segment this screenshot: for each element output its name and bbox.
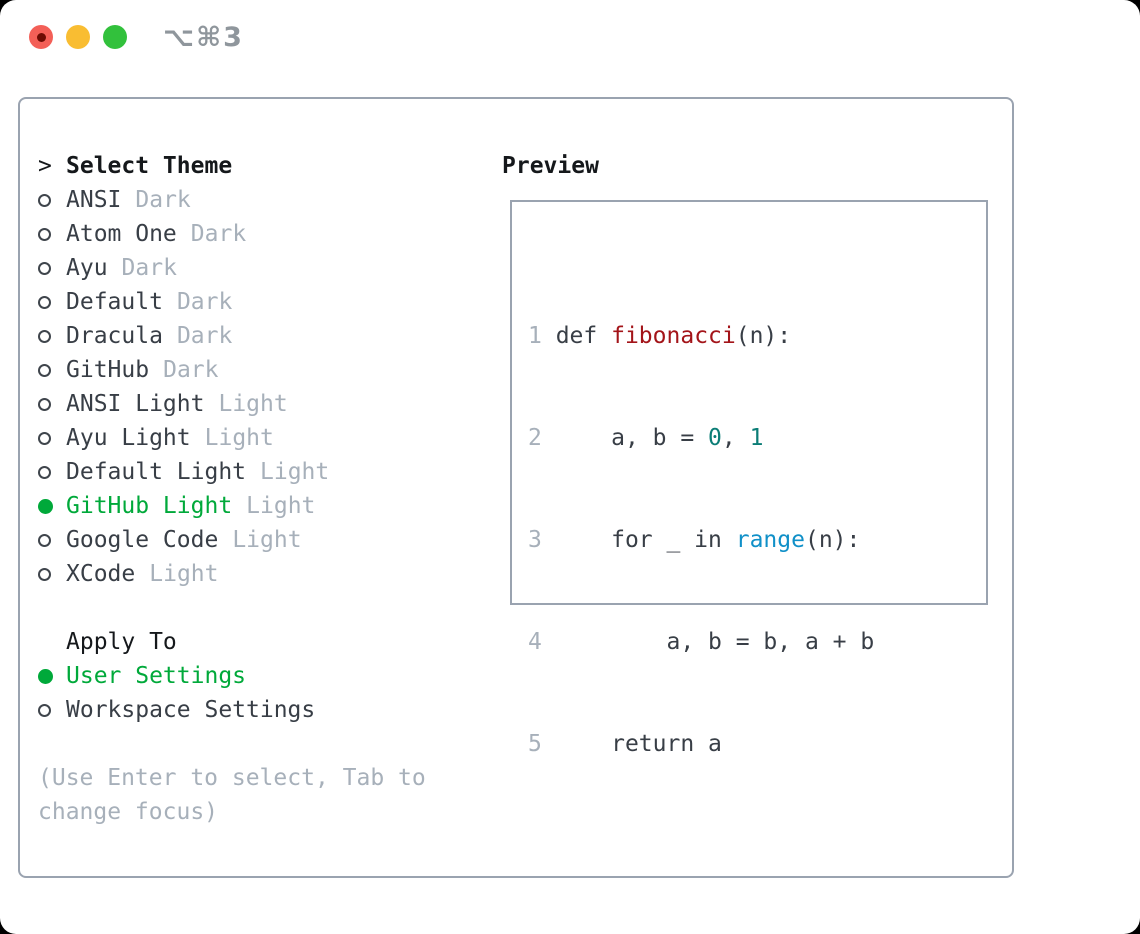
theme-option-github-dark[interactable]: GitHub Dark <box>38 353 483 387</box>
modified-indicator-dot <box>36 32 46 42</box>
theme-variant-tag: Light <box>260 459 330 485</box>
theme-option-ansi-dark[interactable]: ANSI Dark <box>38 183 483 217</box>
minimize-button[interactable] <box>66 25 90 49</box>
theme-variant-tag: Light <box>232 527 302 553</box>
theme-option-default-light[interactable]: Default Light Light <box>38 455 483 489</box>
radio-icon <box>38 363 51 377</box>
radio-icon <box>38 533 51 547</box>
theme-variant-tag: Dark <box>135 187 191 213</box>
radio-icon <box>38 329 51 343</box>
spacer <box>38 591 483 625</box>
apply-to-header: Apply To <box>66 629 177 655</box>
number-token: 1 <box>749 425 764 451</box>
code-line: 3 for _ in range(n): <box>528 527 861 553</box>
radio-icon <box>38 703 51 717</box>
select-theme-title: Select Theme <box>66 153 233 179</box>
preview-title: Preview <box>502 153 599 179</box>
apply-option-user-settings[interactable]: User Settings <box>38 659 483 693</box>
radio-icon <box>38 261 51 275</box>
zoom-button[interactable] <box>103 25 127 49</box>
code-line: 4 a, b = b, a + b <box>528 629 875 655</box>
theme-variant-tag: Light <box>204 425 274 451</box>
theme-option-dracula-dark[interactable]: Dracula Dark <box>38 319 483 353</box>
titlebar: ⌥⌘3 <box>0 0 1140 97</box>
theme-option-ansi-light[interactable]: ANSI Light Light <box>38 387 483 421</box>
theme-option-google-code[interactable]: Google Code Light <box>38 523 483 557</box>
preview-box: 1 def fibonacci(n): 2 a, b = 0, 1 3 for … <box>510 200 988 757</box>
theme-option-github-light[interactable]: GitHub Light Light <box>38 489 483 523</box>
close-button[interactable] <box>29 25 53 49</box>
radio-icon <box>38 193 51 207</box>
focus-caret-icon: > <box>38 153 52 179</box>
apply-option-workspace-settings[interactable]: Workspace Settings <box>38 693 483 727</box>
theme-variant-tag: Dark <box>190 221 247 247</box>
builtin-token: range <box>735 527 805 553</box>
theme-variant-tag: Light <box>218 391 288 417</box>
radio-icon <box>38 431 51 445</box>
radio-icon <box>38 397 51 411</box>
select-theme-header: > Select Theme <box>38 149 483 183</box>
number-token: 0 <box>708 425 722 451</box>
theme-picker-panel: > Select Theme ANSI Dark Atom One Dark A… <box>18 97 1014 878</box>
theme-option-atom-one-dark[interactable]: Atom One Dark <box>38 217 483 251</box>
window-title: ⌥⌘3 <box>163 22 244 53</box>
radio-selected-icon <box>38 498 53 514</box>
theme-variant-tag: Light <box>149 561 219 587</box>
code-line: 5 return a <box>528 731 722 757</box>
radio-icon <box>38 227 51 241</box>
radio-icon <box>38 295 51 309</box>
radio-selected-icon <box>38 668 53 684</box>
keyboard-hint: (Use Enter to select, Tab to change focu… <box>38 765 426 825</box>
theme-option-xcode[interactable]: XCode Light <box>38 557 483 591</box>
radio-icon <box>38 465 51 479</box>
code-line: 1 def fibonacci(n): <box>528 323 792 349</box>
theme-option-ayu-light[interactable]: Ayu Light Light <box>38 421 483 455</box>
radio-icon <box>38 567 51 581</box>
code-preview: 1 def fibonacci(n): 2 a, b = 0, 1 3 for … <box>512 202 986 934</box>
theme-option-default-dark[interactable]: Default Dark <box>38 285 483 319</box>
code-line: 2 a, b = 0, 1 <box>528 425 764 451</box>
theme-variant-tag: Dark <box>163 357 219 383</box>
theme-option-ayu-dark[interactable]: Ayu Dark <box>38 251 483 285</box>
theme-variant-tag: Dark <box>176 289 233 315</box>
blank-line <box>528 829 986 863</box>
theme-variant-tag: Dark <box>121 255 177 281</box>
traffic-lights <box>29 25 127 49</box>
theme-list-column: > Select Theme ANSI Dark Atom One Dark A… <box>38 149 483 829</box>
theme-variant-tag: Dark <box>176 323 233 349</box>
function-name-token: fibonacci <box>611 323 736 349</box>
theme-variant-tag: Light <box>246 493 316 519</box>
